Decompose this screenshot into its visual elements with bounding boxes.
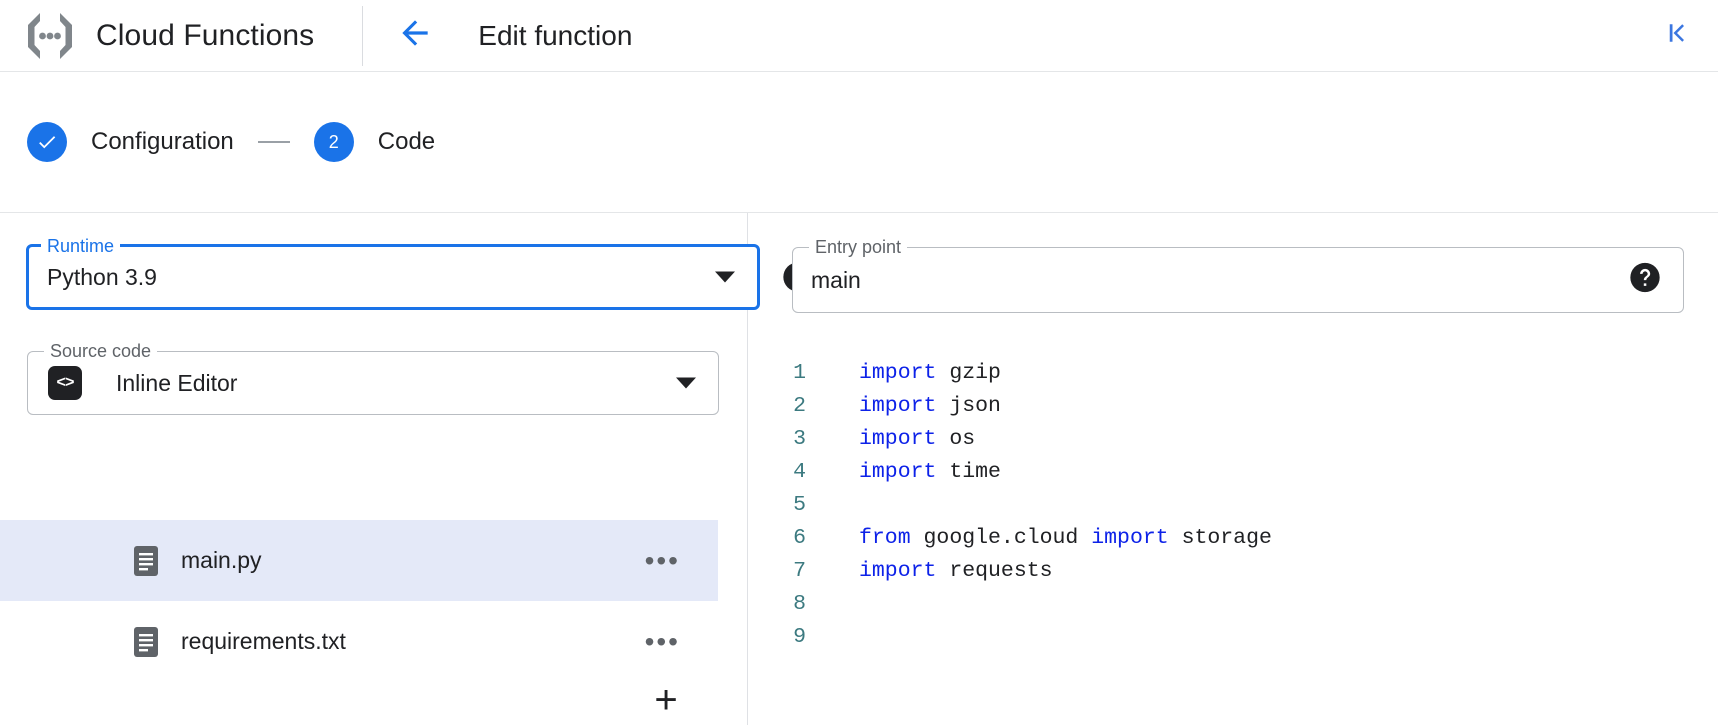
step-code-label: Code <box>377 128 436 155</box>
back-button[interactable] <box>391 12 439 60</box>
chevron-down-icon[interactable] <box>715 271 735 283</box>
arrow-left-icon <box>396 14 434 57</box>
line-number: 9 <box>793 625 806 649</box>
right-editor-pane: Entry point main 1 import gzip 2 import jso… <box>748 213 1718 725</box>
code-text: import json <box>859 394 1001 418</box>
code-line: 2 import json <box>748 390 1718 423</box>
left-config-pane: Runtime Python 3.9 Source code <> Inline… <box>0 213 813 725</box>
code-text: import os <box>859 427 976 451</box>
code-text: import time <box>859 460 1001 484</box>
step-code-marker: 2 <box>313 122 354 162</box>
line-number: 5 <box>793 493 806 517</box>
brand: Cloud Functions <box>0 0 314 71</box>
file-list-item-main-py[interactable]: main.py ••• <box>0 520 718 601</box>
runtime-row: Runtime Python 3.9 <box>26 236 813 310</box>
code-line: 8 <box>748 588 1718 621</box>
step-connector <box>257 141 290 143</box>
source-code-select[interactable]: Source code <> Inline Editor <box>27 341 719 415</box>
runtime-select[interactable]: Runtime Python 3.9 <box>26 236 760 310</box>
entry-point-label: Entry point <box>809 237 908 257</box>
step-configuration-marker <box>27 122 67 162</box>
line-number: 7 <box>793 559 806 583</box>
app-header: Cloud Functions Edit function <box>0 0 1718 72</box>
line-number: 3 <box>793 427 806 451</box>
content-area: Runtime Python 3.9 Source code <> Inline… <box>0 213 1718 725</box>
file-overflow-menu-button[interactable]: ••• <box>644 625 680 657</box>
entry-point-help-icon[interactable] <box>1629 262 1661 299</box>
page-title: Edit function <box>478 19 633 51</box>
entry-point-row: Entry point main <box>792 237 1684 313</box>
brand-title: Cloud Functions <box>96 18 315 52</box>
step-configuration[interactable]: Configuration <box>27 122 234 162</box>
code-line: 7 import requests <box>748 555 1718 588</box>
first-page-collapse-icon <box>1661 18 1691 53</box>
code-text: import requests <box>859 559 1053 583</box>
entry-point-input[interactable]: Entry point main <box>792 237 1684 313</box>
inline-editor-code-icon: <> <box>48 366 82 400</box>
file-document-icon <box>133 626 159 658</box>
add-file-button[interactable]: + <box>654 678 678 722</box>
wizard-stepper: Configuration 2 Code <box>0 72 1718 213</box>
cloud-functions-logo-icon <box>22 10 78 62</box>
code-line: 9 <box>748 621 1718 654</box>
file-list: main.py ••• requirements.txt ••• <box>0 520 718 682</box>
code-line: 1 import gzip <box>748 357 1718 390</box>
file-list-item-requirements-txt[interactable]: requirements.txt ••• <box>0 601 718 682</box>
line-number: 8 <box>793 592 806 616</box>
runtime-value: Python 3.9 <box>47 263 157 290</box>
file-name: main.py <box>181 547 262 573</box>
line-number: 1 <box>793 361 806 385</box>
code-text: from google.cloud import storage <box>859 526 1272 550</box>
inline-code-editor[interactable]: 1 import gzip 2 import json 3 import os 4 impor… <box>748 345 1718 725</box>
code-line: 4 import time <box>748 456 1718 489</box>
code-line: 6 from google.cloud import storage <box>748 522 1718 555</box>
source-code-value: Inline Editor <box>116 369 238 396</box>
header-divider <box>362 5 364 66</box>
source-code-label: Source code <box>44 341 158 361</box>
entry-point-value: main <box>811 266 861 293</box>
file-name: requirements.txt <box>181 628 346 654</box>
line-number: 4 <box>793 460 806 484</box>
line-number: 2 <box>793 394 806 418</box>
code-line: 5 <box>748 489 1718 522</box>
code-line: 3 import os <box>748 423 1718 456</box>
line-number: 6 <box>793 526 806 550</box>
step-code[interactable]: 2 Code <box>313 122 436 162</box>
runtime-label: Runtime <box>41 236 121 256</box>
step-configuration-label: Configuration <box>91 128 234 155</box>
source-code-block: Source code <> Inline Editor <box>27 341 719 415</box>
chevron-down-icon[interactable] <box>676 377 696 389</box>
code-text: import gzip <box>859 361 1001 385</box>
file-document-icon <box>133 545 159 577</box>
collapse-panel-button[interactable] <box>1656 16 1696 56</box>
file-overflow-menu-button[interactable]: ••• <box>644 544 680 576</box>
